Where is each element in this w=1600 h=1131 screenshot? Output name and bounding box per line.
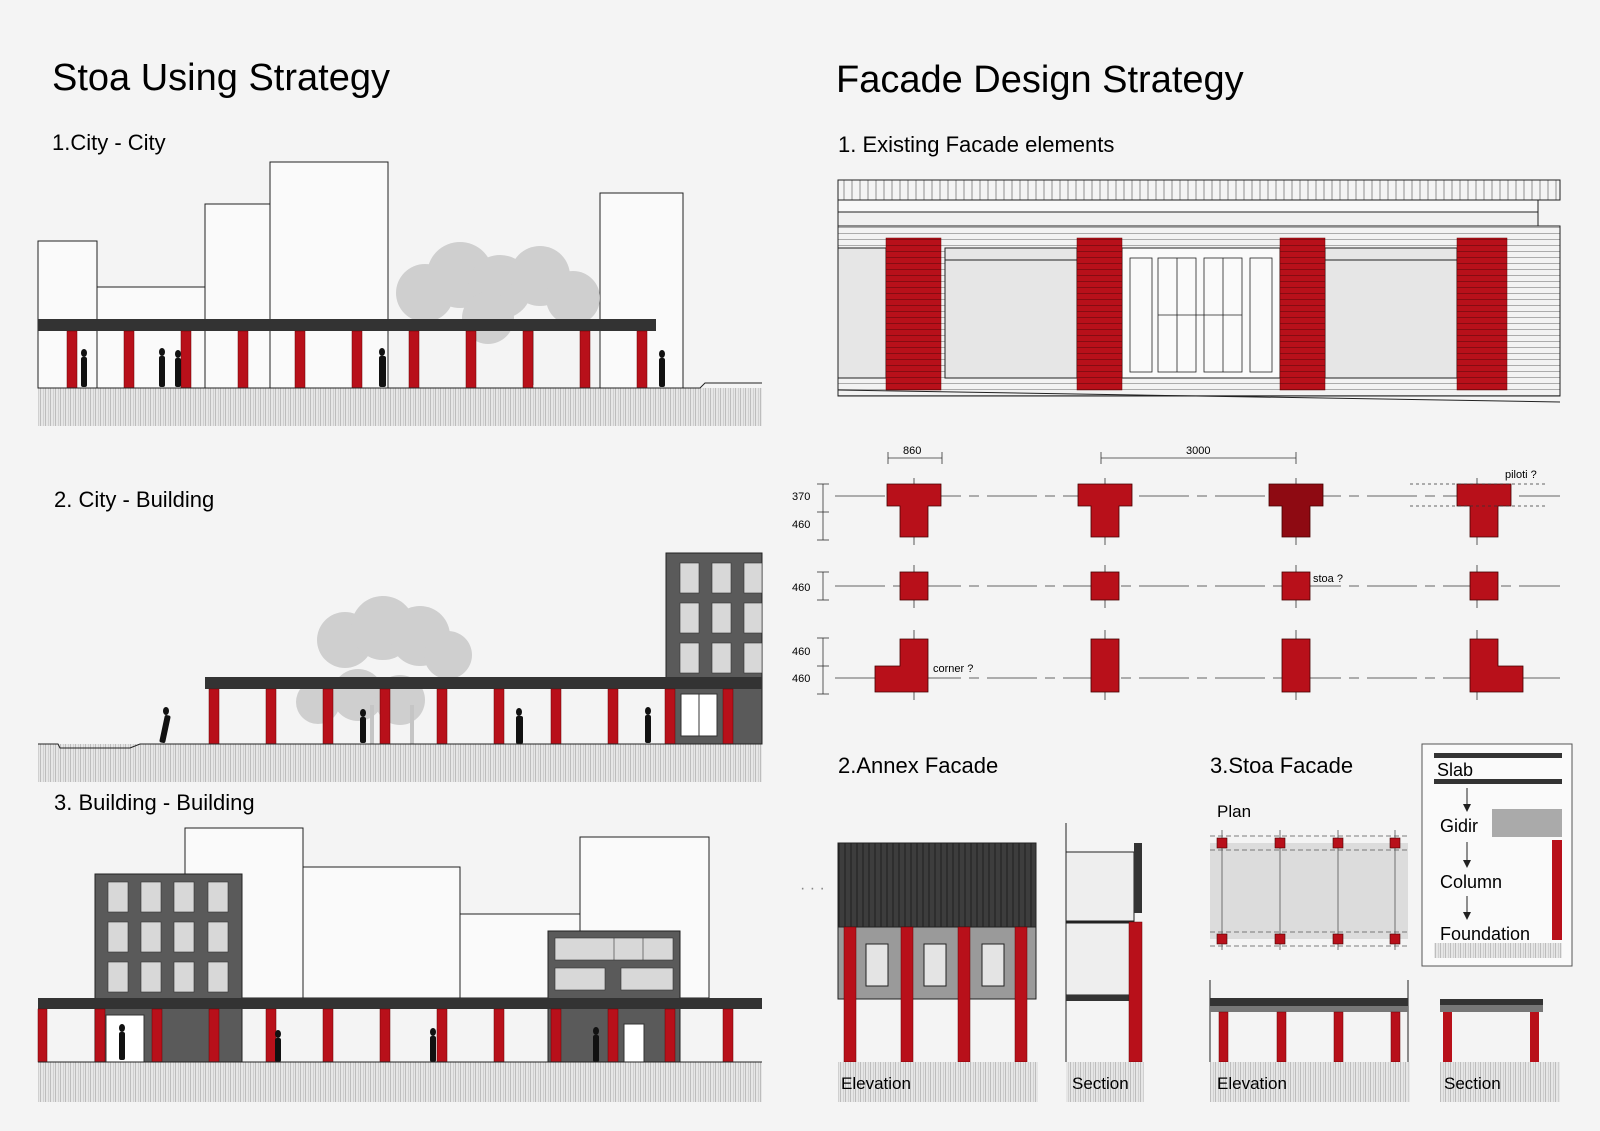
column-square-shapes (899, 571, 1499, 601)
annex-elevation-label: Elevation (841, 1074, 911, 1093)
stoa-slab (38, 319, 656, 331)
note-corner: corner ? (933, 663, 973, 675)
column-l-shapes (874, 638, 1524, 693)
section-building-building: 3. Building - Building (37, 790, 762, 1102)
section-city-building: 2. City - Building (38, 487, 763, 782)
existing-title: 1. Existing Facade elements (838, 132, 1114, 157)
legend-foundation: Foundation (1440, 924, 1530, 944)
stoa-section (1440, 999, 1543, 1062)
facade-railing (837, 179, 1561, 201)
note-piloti: piloti ? (1505, 469, 1537, 481)
stoa-elevation-label: Elevation (1217, 1074, 1287, 1093)
annex-facade: 2.Annex Facade · · · Elevation Section (800, 753, 1144, 1102)
stoa-columns (66, 330, 648, 389)
legend-gidir: Gidir (1440, 816, 1478, 836)
people (119, 1024, 599, 1062)
building-windows (554, 937, 674, 991)
annex-windows (865, 943, 1005, 987)
dim-3000: 3000 (1186, 445, 1210, 457)
legend: Slab Gidir Column Foundation (1421, 743, 1573, 967)
annex-section (1065, 823, 1143, 1063)
annex-columns (843, 926, 1028, 1063)
stoa-title: 3.Stoa Facade (1210, 753, 1353, 778)
people (81, 348, 665, 387)
plan-label: Plan (1217, 802, 1251, 821)
stoa-columns (208, 688, 734, 745)
building-door (623, 1023, 645, 1063)
section-city-building-label: 2. City - Building (54, 487, 214, 512)
dim-460: 460 (792, 582, 810, 594)
annex-roof (837, 842, 1037, 928)
ground-band (38, 388, 762, 426)
column-typologies: 860 3000 370 460 460 460 460 (792, 445, 1560, 700)
building-windows (679, 562, 763, 674)
dim-370: 370 (792, 491, 810, 503)
facade-door (1121, 247, 1281, 379)
dim-460: 460 (792, 673, 810, 685)
dim-460: 460 (792, 519, 810, 531)
ground-band (38, 1062, 762, 1102)
stoa-section-label: Section (1444, 1074, 1501, 1093)
ground-band (1210, 1062, 1410, 1102)
legend-column: Column (1440, 872, 1502, 892)
ground-line (38, 743, 762, 749)
section-city-city: 1.City - City (37, 130, 762, 426)
stoa-elevation (1209, 980, 1409, 1063)
building-block (269, 161, 389, 389)
tree (396, 242, 600, 385)
dim-460: 460 (792, 646, 810, 658)
legend-slab: Slab (1437, 760, 1473, 780)
stoa-slab (38, 998, 762, 1009)
facade-beam (837, 211, 1539, 227)
facade-canopy (837, 199, 1539, 213)
ground-line (38, 382, 762, 389)
building-block (302, 866, 461, 999)
ground-band (1440, 1062, 1560, 1102)
note-stoa: stoa ? (1313, 573, 1343, 585)
stoa-plan (1210, 830, 1408, 950)
ellipsis-dots: · · · (800, 880, 825, 897)
stoa-slab (205, 677, 762, 689)
facade-columns (885, 237, 1508, 391)
stoa-facade: 3.Stoa Facade Plan (1209, 753, 1560, 1102)
ground-band (38, 744, 762, 782)
right-title: Facade Design Strategy (836, 59, 1244, 101)
dim-860: 860 (903, 445, 921, 457)
annex-section-label: Section (1072, 1074, 1129, 1093)
existing-facade (837, 179, 1561, 403)
section-building-building-label: 3. Building - Building (54, 790, 255, 815)
left-title: Stoa Using Strategy (52, 57, 390, 99)
ground-band (1066, 1062, 1144, 1102)
facade-door-panes (1129, 257, 1273, 373)
ground-band (838, 1062, 1038, 1102)
people (159, 707, 651, 744)
building-windows (107, 881, 229, 993)
column-t-shapes (886, 483, 1512, 538)
section-city-city-label: 1.City - City (52, 130, 166, 155)
annex-title: 2.Annex Facade (838, 753, 998, 778)
